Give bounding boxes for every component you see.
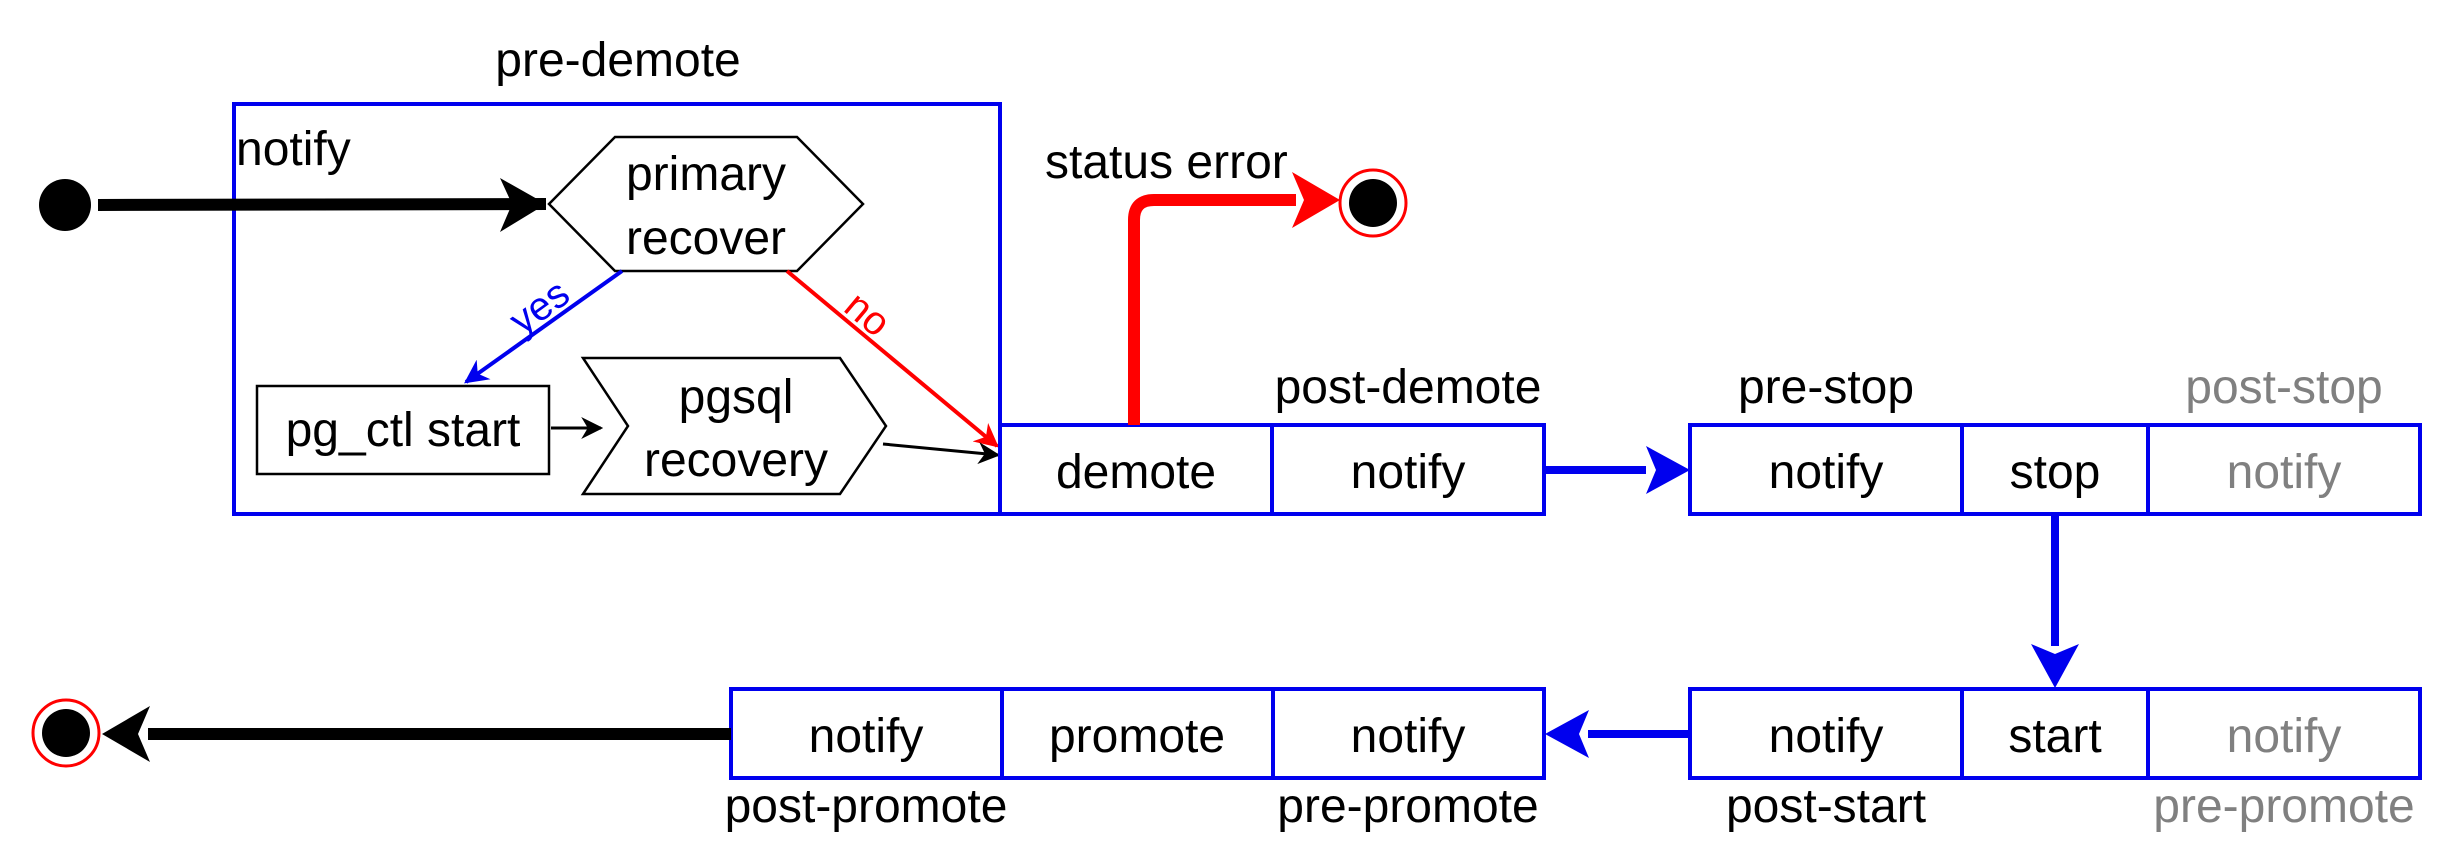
error-final-state xyxy=(1349,179,1397,227)
final-arrow-head xyxy=(102,706,150,762)
promote-label: promote xyxy=(1049,710,1225,763)
start-pre-promote-notify-label: notify xyxy=(2227,710,2342,763)
pre-stop-notify-label: notify xyxy=(1769,446,1884,499)
post-start-notify-label: notify xyxy=(1769,710,1884,763)
pre-promote-title: pre-promote xyxy=(1277,780,1538,833)
post-stop-notify-box xyxy=(2146,423,2422,516)
post-promote-title: post-promote xyxy=(725,780,1008,833)
stop-box xyxy=(1960,423,2150,516)
status-error-label: status error xyxy=(1045,136,1288,189)
pre-stop-title: pre-stop xyxy=(1738,361,1914,414)
promote-box xyxy=(1000,687,1275,780)
pre-stop-notify-box xyxy=(1688,423,1964,516)
demote-box xyxy=(998,423,1274,516)
yes-arrow xyxy=(464,269,624,384)
no-label: no xyxy=(836,283,898,345)
primary-recover-decision xyxy=(547,135,865,273)
pre-demote-container xyxy=(232,102,1002,516)
start-to-promote-arrow-head xyxy=(1545,710,1589,758)
initial-state xyxy=(39,179,91,231)
post-demote-title: post-demote xyxy=(1275,361,1542,414)
pg-ctl-start-box xyxy=(255,384,551,476)
recovery-to-demote-arrow xyxy=(882,442,1001,465)
start-label: start xyxy=(2008,710,2101,763)
final-state xyxy=(42,709,90,757)
demote-to-stop-arrow-head xyxy=(1646,446,1690,494)
stop-to-start-arrow-head xyxy=(2031,644,2079,688)
stop-label: stop xyxy=(2010,446,2101,499)
primary-recover-line1: primary xyxy=(626,148,786,201)
post-stop-notify-label: notify xyxy=(2227,446,2342,499)
pg-ctl-start-label: pg_ctl start xyxy=(286,404,521,457)
post-promote-notify-box xyxy=(729,687,1004,780)
post-start-title: post-start xyxy=(1726,780,1926,833)
pre-demote-title: pre-demote xyxy=(495,34,740,87)
start-arrow-head xyxy=(500,178,546,232)
pgsql-recovery-line1: pgsql xyxy=(679,371,794,424)
post-demote-notify-label: notify xyxy=(1351,446,1466,499)
status-error-arrow-head xyxy=(1292,172,1340,228)
post-promote-notify-label: notify xyxy=(809,710,924,763)
demote-label: demote xyxy=(1056,446,1216,499)
pre-promote-notify-label: notify xyxy=(1351,710,1466,763)
yes-label: yes xyxy=(501,271,577,343)
start-pre-promote-notify-box xyxy=(2146,687,2422,780)
status-error-arrow xyxy=(1128,194,1296,425)
start-arrow xyxy=(97,198,547,211)
post-stop-title: post-stop xyxy=(2185,361,2382,414)
start-pre-promote-title: pre-promote xyxy=(2153,780,2414,833)
pgsql-recovery-process xyxy=(580,356,888,496)
primary-recover-line2: recover xyxy=(626,212,786,265)
notify-label: notify xyxy=(236,123,351,176)
pre-promote-notify-box xyxy=(1271,687,1546,780)
no-arrow xyxy=(785,269,999,448)
pgsql-recovery-line2: recovery xyxy=(644,434,828,487)
